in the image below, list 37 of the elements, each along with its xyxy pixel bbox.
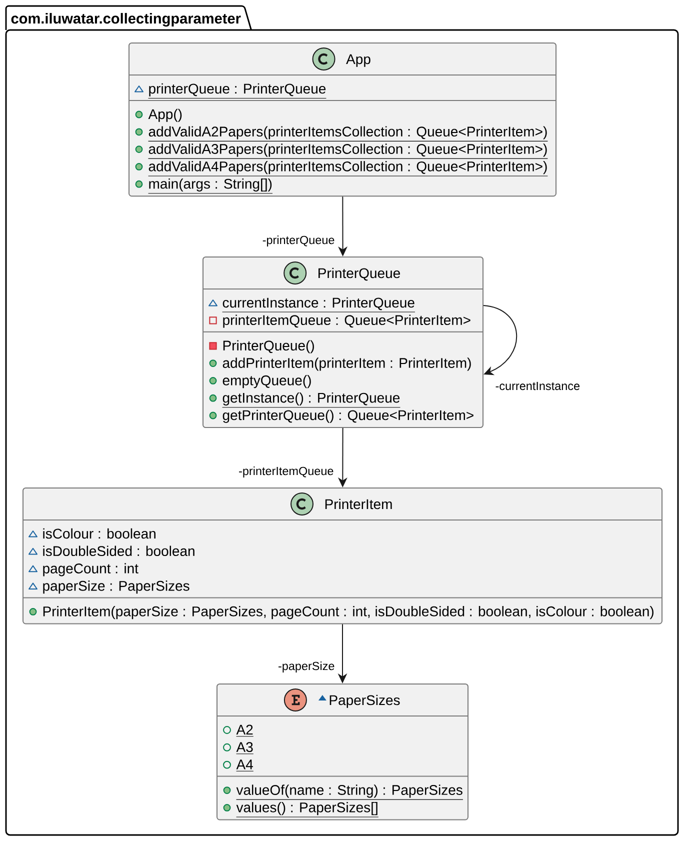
method-text: addValidA4Papers(printerItemsCollection : Queue<PrinterItem>)	[148, 161, 548, 176]
method-text: App()	[148, 108, 182, 122]
class-box	[22, 488, 662, 624]
field-text: printerItemQueue : Queue<PrinterItem>	[223, 314, 470, 328]
method-text: valueOf(name : String) : PaperSizes	[236, 784, 464, 800]
field-text: currentInstance : PrinterQueue	[222, 297, 416, 312]
field-text: A4	[236, 760, 254, 772]
method-text: getInstance() : PrinterQueue	[222, 392, 400, 408]
field-text: printerQueue : PrinterQueue	[148, 83, 326, 99]
field-text: A3	[236, 742, 254, 754]
method-text: getPrinterQueue() : Queue<PrinterItem>	[222, 410, 474, 423]
package-frame	[5, 5, 679, 836]
method-text: emptyQueue()	[222, 375, 311, 388]
class-box	[128, 42, 556, 197]
class-box	[202, 256, 484, 428]
class-name: PrinterItem	[325, 498, 392, 510]
edge-label: -printerQueue	[261, 234, 336, 248]
field-text: isDoubleSided : boolean	[43, 546, 194, 556]
field-text: isColour : boolean	[43, 528, 156, 539]
edge-label: -printerItemQueue	[238, 466, 335, 478]
field-text: A2	[236, 724, 254, 737]
method-text: PrinterQueue()	[223, 340, 314, 354]
method-text: main(args : String[])	[148, 178, 273, 194]
method-text: PrinterItem(paperSize : PaperSizes, pageCount : int, isDoubleSided : boolean, isColour : boolean)	[43, 606, 654, 620]
package-name: com.iluwatar.collectingparameter	[11, 12, 241, 27]
method-text: values() : PaperSizes[]	[236, 802, 379, 818]
method-text: addValidA2Papers(printerItemsCollection : Queue<PrinterItem>)	[148, 126, 548, 142]
edge-label: -currentInstance	[494, 380, 582, 392]
edge-label: -paperSize	[277, 660, 336, 674]
method-text: addValidA3Papers(printerItemsCollection : Queue<PrinterItem>)	[148, 144, 548, 159]
class-box	[216, 684, 468, 820]
class-name: PrinterQueue	[318, 268, 400, 281]
class-name: PaperSizes	[330, 694, 400, 708]
field-text: pageCount : int	[43, 563, 138, 576]
field-text: paperSize : PaperSizes	[43, 580, 190, 594]
class-name: App	[346, 54, 370, 67]
method-text: addPrinterItem(printerItem : PrinterItem)	[222, 358, 471, 371]
